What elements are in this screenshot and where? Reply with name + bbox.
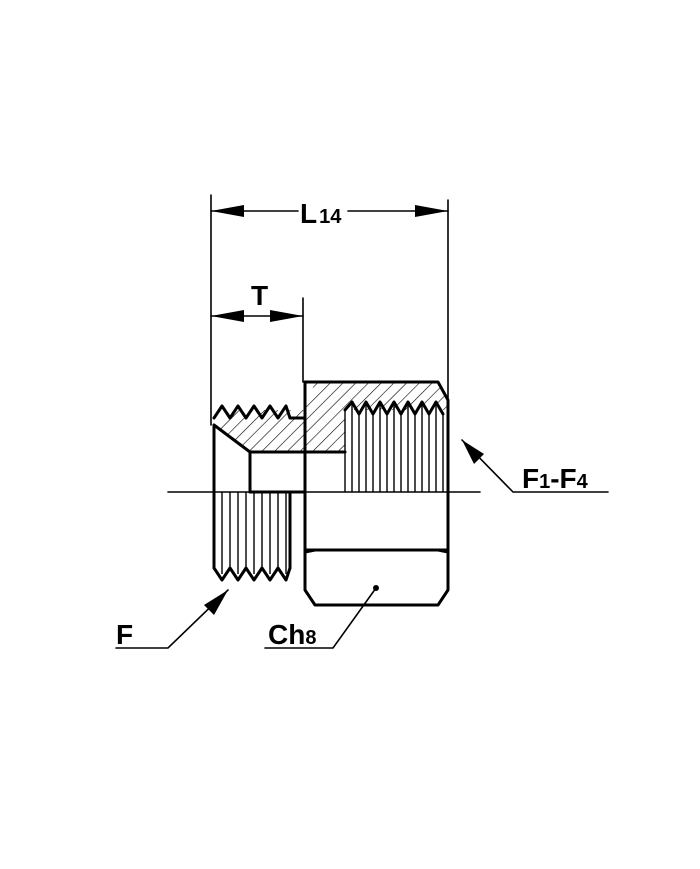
hex-chamfer — [303, 548, 450, 554]
female-thread-lines — [344, 404, 444, 492]
male-thread-lines — [221, 492, 287, 574]
male-body-outline — [212, 380, 347, 570]
male-thread-crest-bottom — [212, 566, 292, 582]
section-hatching — [214, 382, 448, 452]
leader-line-f — [115, 589, 229, 649]
arrowhead-l14-left — [211, 205, 244, 217]
leader-line-ch8 — [264, 587, 377, 649]
label-f1-f4: F1-F4 — [522, 463, 589, 494]
label-t: T — [251, 280, 268, 311]
leader-dot-ch8 — [373, 585, 379, 591]
arrowhead-f1-f4 — [462, 440, 484, 464]
arrowhead-l14-right — [415, 205, 448, 217]
arrowhead-t-left — [211, 310, 244, 322]
hex-body-outline — [303, 380, 450, 607]
arrowhead-t-right — [270, 310, 303, 322]
female-thread-crest — [343, 400, 445, 416]
label-f: F — [116, 619, 133, 650]
male-thread-crest-top — [212, 404, 292, 420]
label-ch8: Ch8 — [268, 619, 316, 650]
arrowhead-f — [204, 590, 228, 615]
